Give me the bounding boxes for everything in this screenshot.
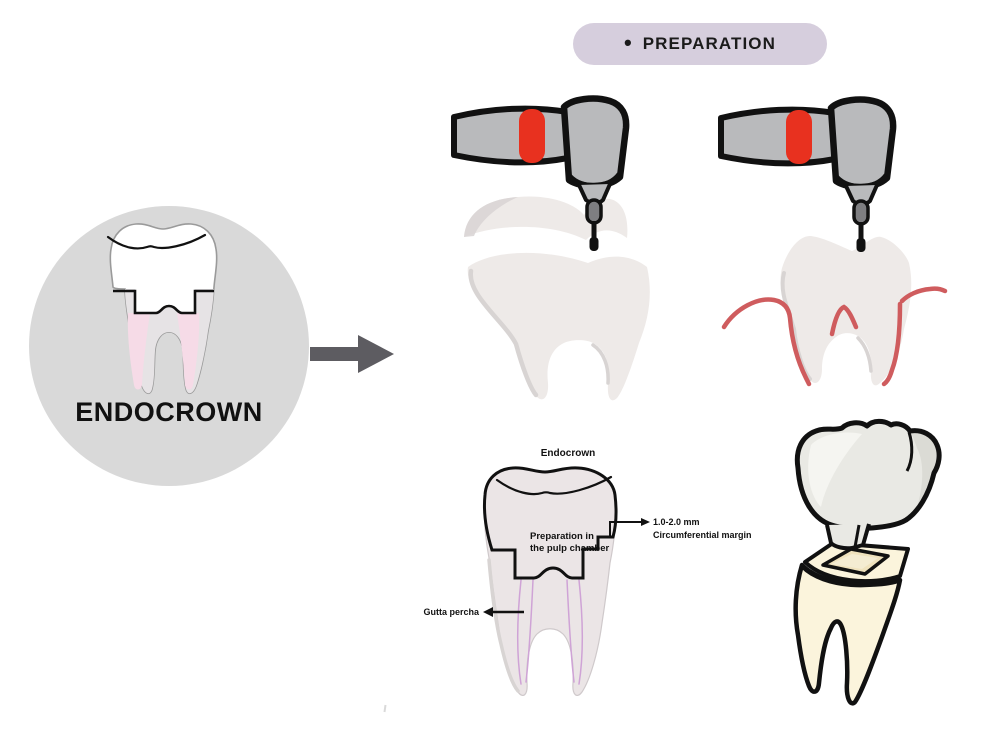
endocrown-overview: ENDOCROWN bbox=[29, 206, 309, 486]
bullet-icon: • bbox=[623, 29, 632, 55]
gutta-percha-callout: Gutta percha bbox=[423, 607, 524, 617]
preparation-label-line1: Preparation in bbox=[530, 531, 594, 542]
flow-arrow-icon bbox=[310, 335, 394, 373]
prepared-tooth-icon bbox=[793, 541, 910, 706]
crown-restoration-icon bbox=[794, 418, 942, 551]
panel-endocrown-diagram: Endocrown 1.0-2.0 mm Circumferential mar… bbox=[423, 448, 752, 696]
preparation-badge: • PREPARATION bbox=[573, 23, 827, 65]
left-arrowhead-icon bbox=[483, 607, 493, 617]
preparation-badge-label: PREPARATION bbox=[642, 34, 776, 53]
preparation-label-line2: the pulp chamber bbox=[530, 543, 609, 554]
gum-line-icon bbox=[721, 286, 948, 387]
dental-handpiece-icon bbox=[721, 100, 893, 252]
panel-occlusal-reduction bbox=[440, 95, 650, 401]
separated-occlusal-cap-icon bbox=[464, 196, 628, 240]
endocrown-tooth-icon bbox=[106, 223, 218, 395]
endocrown-diagram-title: Endocrown bbox=[541, 448, 595, 459]
reduced-tooth-icon bbox=[467, 252, 650, 401]
pulp-chamber-label: Preparation in the pulp chamber bbox=[530, 531, 609, 554]
margin-label-line2: Circumferential margin bbox=[653, 530, 752, 540]
right-arrowhead-icon bbox=[641, 518, 650, 526]
overview-circle bbox=[29, 206, 309, 486]
stray-mark bbox=[383, 704, 387, 713]
panel-crown-cementation bbox=[793, 418, 942, 706]
margin-callout: 1.0-2.0 mm Circumferential margin bbox=[609, 517, 752, 540]
endocrown-preparation-diagram-icon bbox=[483, 466, 618, 696]
panel-tooth-gingiva bbox=[700, 95, 948, 387]
gutta-percha-label: Gutta percha bbox=[423, 607, 480, 617]
margin-label-line1: 1.0-2.0 mm bbox=[653, 517, 700, 527]
endocrown-label: ENDOCROWN bbox=[75, 397, 263, 427]
